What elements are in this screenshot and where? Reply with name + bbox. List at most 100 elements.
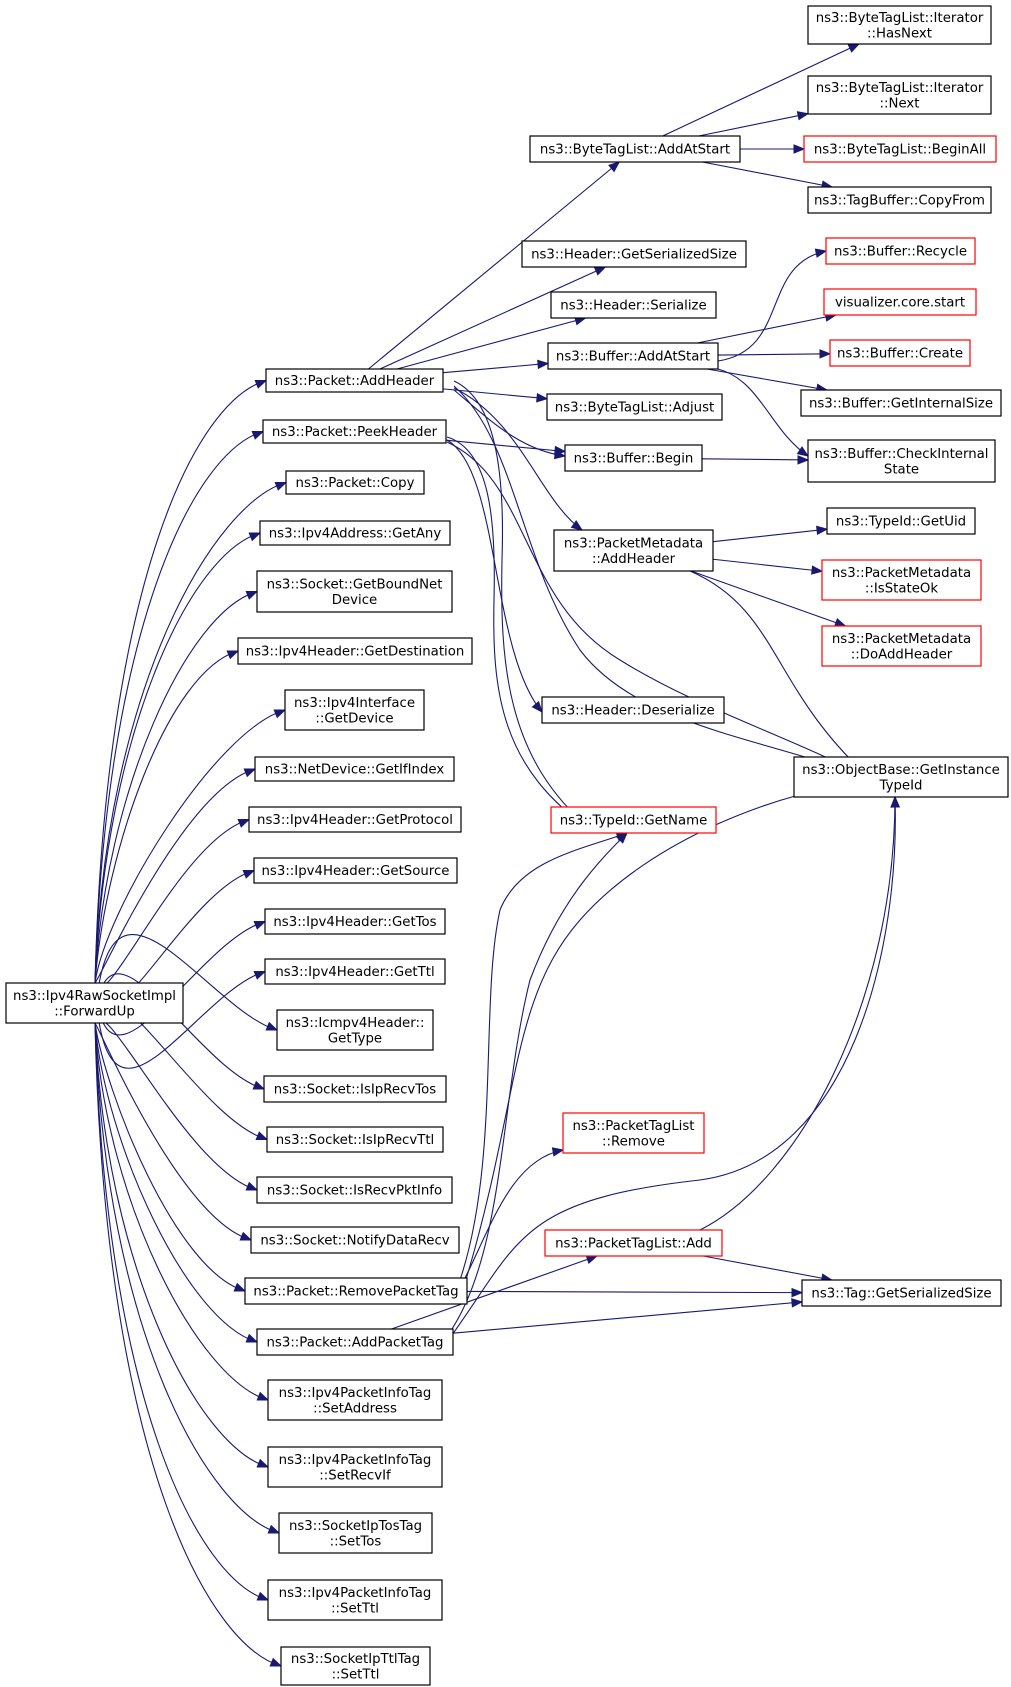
arrowhead-root-to-netdev_getifindex [243,768,257,778]
node-box [278,1512,433,1554]
node-buf_recycle[interactable]: ns3::Buffer::Recycle [825,237,976,265]
node-hdr_getserializedsize[interactable]: ns3::Header::GetSerializedSize [521,240,747,268]
node-box [244,1277,468,1305]
node-buf_begin[interactable]: ns3::Buffer::Begin [564,444,703,472]
node-pkt_addpackettag[interactable]: ns3::Packet::AddPacketTag [256,1328,454,1356]
node-tagbuf_copyfrom[interactable]: ns3::TagBuffer::CopyFrom [807,186,992,214]
node-netdev_getifindex[interactable]: ns3::NetDevice::GetIfIndex [254,756,455,782]
edge-buf_begin-to-buf_checkinternalstate [701,458,809,461]
node-buf_create[interactable]: ns3::Buffer::Create [829,339,971,367]
edge-pkt_addpackettag-to-ob_getinstancetypeid [451,796,896,1336]
node-ipv4h_getttl[interactable]: ns3::Ipv4Header::GetTtl [264,958,446,985]
node-btl_beginall[interactable]: ns3::ByteTagList::BeginAll [803,135,997,163]
node-sockiptostag_settos[interactable]: ns3::SocketIpTosTag::SetTos [278,1512,433,1554]
node-box [800,389,1002,417]
node-label-line: ns3::TagBuffer::CopyFrom [814,194,985,209]
node-box [553,529,714,572]
arrowhead-pkt_removepackettag-to-ptl_remove [551,1147,565,1157]
node-pkt_copy[interactable]: ns3::Packet::Copy [285,470,425,495]
node-box [264,908,446,935]
node-sock_notifydatarecv[interactable]: ns3::Socket::NotifyDataRecv [250,1226,460,1254]
call-nodes: ns3::Ipv4RawSocketImpl::ForwardUpns3::Pa… [5,5,1009,1686]
node-ptl_add[interactable]: ns3::PacketTagList::Add [544,1229,723,1257]
arrowhead-pkt_addheader-to-buf_addatstart [537,359,550,370]
node-pm_doaddheader[interactable]: ns3::PacketMetadata::DoAddHeader [821,625,982,667]
edge-pkt_addheader-to-typeid_getname [453,380,594,832]
arrowhead-root-to-sockipttltag_setttl [269,1657,283,1667]
edge-root-to-ipv4addr_getany [94,532,261,984]
arrowhead-root-to-ipv4h_getprotocol [237,819,251,828]
arrowhead-root-to-ipv4if_getdevice [273,709,287,719]
node-ipv4addr_getany[interactable]: ns3::Ipv4Address::GetAny [259,520,451,546]
node-buf_addatstart[interactable]: ns3::Buffer::AddAtStart [547,342,719,370]
node-label-line: ::GetDevice [315,711,393,726]
node-label-line: ns3::ByteTagList::AddAtStart [540,143,730,158]
node-pm_isstateok[interactable]: ns3::PacketMetadata::IsStateOk [821,559,982,601]
node-ipv4h_getdest[interactable]: ns3::Ipv4Header::GetDestination [237,637,473,665]
node-ipv4pit_setrecvif[interactable]: ns3::Ipv4PacketInfoTag::SetRecvIf [267,1446,443,1488]
node-label-line: ::ForwardUp [54,1004,135,1019]
call-edges [94,43,901,1667]
node-box [256,570,453,613]
node-typeid_getname[interactable]: ns3::TypeId::GetName [550,806,717,834]
arrowhead-root-to-ipv4pit_setttl [256,1591,270,1601]
arrowhead-btl_addatstart-to-btli_next [796,111,810,121]
node-ptl_remove[interactable]: ns3::PacketTagList::Remove [562,1112,705,1154]
node-hdr_deserialize[interactable]: ns3::Header::Deserialize [541,696,725,724]
node-sock_isiprecvtos[interactable]: ns3::Socket::IsIpRecvTos [263,1075,447,1103]
node-pm_addheader[interactable]: ns3::PacketMetadata::AddHeader [553,529,714,572]
node-typeid_getuid[interactable]: ns3::TypeId::GetUid [826,507,976,535]
node-pkt_addheader[interactable]: ns3::Packet::AddHeader [265,368,444,393]
node-label-line: ns3::Ipv4Interface [294,696,415,711]
node-box [262,419,447,444]
node-label-line: ns3::ByteTagList::Iterator [816,81,984,96]
node-ipv4h_getsource[interactable]: ns3::Ipv4Header::GetSource [253,857,458,884]
node-buf_getinternalsize[interactable]: ns3::Buffer::GetInternalSize [800,389,1002,417]
arrowhead-root-to-icmp4h_gettype [265,1021,279,1031]
node-label-line: ns3::Header::Deserialize [551,704,714,719]
node-label-line: ns3::Packet::Copy [296,476,415,491]
arrowhead-root-to-ipv4addr_getany [248,532,262,542]
node-box [801,1279,1002,1307]
node-label-line: TypeId [879,778,923,793]
node-label-line: Device [332,593,377,608]
node-icmp4h_gettype[interactable]: ns3::Icmpv4Header::GetType [276,1009,434,1051]
node-ipv4pit_setttl[interactable]: ns3::Ipv4PacketInfoTag::SetTtl [267,1579,443,1621]
node-box [821,625,982,667]
node-ipv4pit_setaddress[interactable]: ns3::Ipv4PacketInfoTag::SetAddress [267,1379,443,1421]
node-label-line: ns3::Packet::PeekHeader [272,425,438,440]
arrowhead-btl_addatstart-to-btli_hasnext [847,43,861,53]
node-box [237,637,473,665]
arrowhead-root-to-pkt_addheader [254,380,268,389]
node-btli_hasnext[interactable]: ns3::ByteTagList::Iterator::HasNext [807,5,992,45]
edge-pkt_addheader-to-ob_getinstancetypeid [453,385,874,782]
node-btl_addatstart[interactable]: ns3::ByteTagList::AddAtStart [529,135,741,163]
edge-btl_addatstart-to-btli_hasnext [662,43,860,137]
node-sock_isiprecvttl[interactable]: ns3::Socket::IsIpRecvTtl [266,1126,444,1153]
edge-pkt_peekheader-to-hdr_deserialize [446,439,543,713]
edge-root-to-ipv4h_getprotocol [94,818,250,989]
node-label-line: ns3::ByteTagList::Iterator [816,11,984,26]
node-tag_getserializedsize[interactable]: ns3::Tag::GetSerializedSize [801,1279,1002,1307]
node-ipv4h_gettos[interactable]: ns3::Ipv4Header::GetTos [264,908,446,935]
node-root[interactable]: ns3::Ipv4RawSocketImpl::ForwardUp [5,982,184,1024]
node-viz_start[interactable]: visualizer.core.start [823,288,977,316]
arrowhead-pm_addheader-to-pm_doaddheader [833,618,847,627]
node-btli_next[interactable]: ns3::ByteTagList::Iterator::Next [807,75,992,115]
node-pkt_peekheader[interactable]: ns3::Packet::PeekHeader [262,419,447,444]
arrowhead-pkt_addpackettag-to-ptl_add [585,1255,599,1264]
edge-buf_addatstart-to-buf_checkinternalstate [717,368,809,457]
node-ipv4h_getprotocol[interactable]: ns3::Ipv4Header::GetProtocol [248,806,462,833]
node-sockipttltag_setttl[interactable]: ns3::SocketIpTtlTag::SetTtl [280,1646,431,1686]
node-btl_adjust[interactable]: ns3::ByteTagList::Adjust [546,393,723,421]
node-sock_isrecvpktinfo[interactable]: ns3::Socket::IsRecvPktInfo [256,1176,453,1204]
node-pkt_removepackettag[interactable]: ns3::Packet::RemovePacketTag [244,1277,468,1305]
node-hdr_serialize[interactable]: ns3::Header::Serialize [550,291,717,319]
node-label-line: ns3::Socket::IsIpRecvTtl [276,1133,435,1148]
node-ipv4if_getdevice[interactable]: ns3::Ipv4Interface::GetDevice [284,689,425,731]
node-box [546,393,723,421]
node-box [823,288,977,316]
